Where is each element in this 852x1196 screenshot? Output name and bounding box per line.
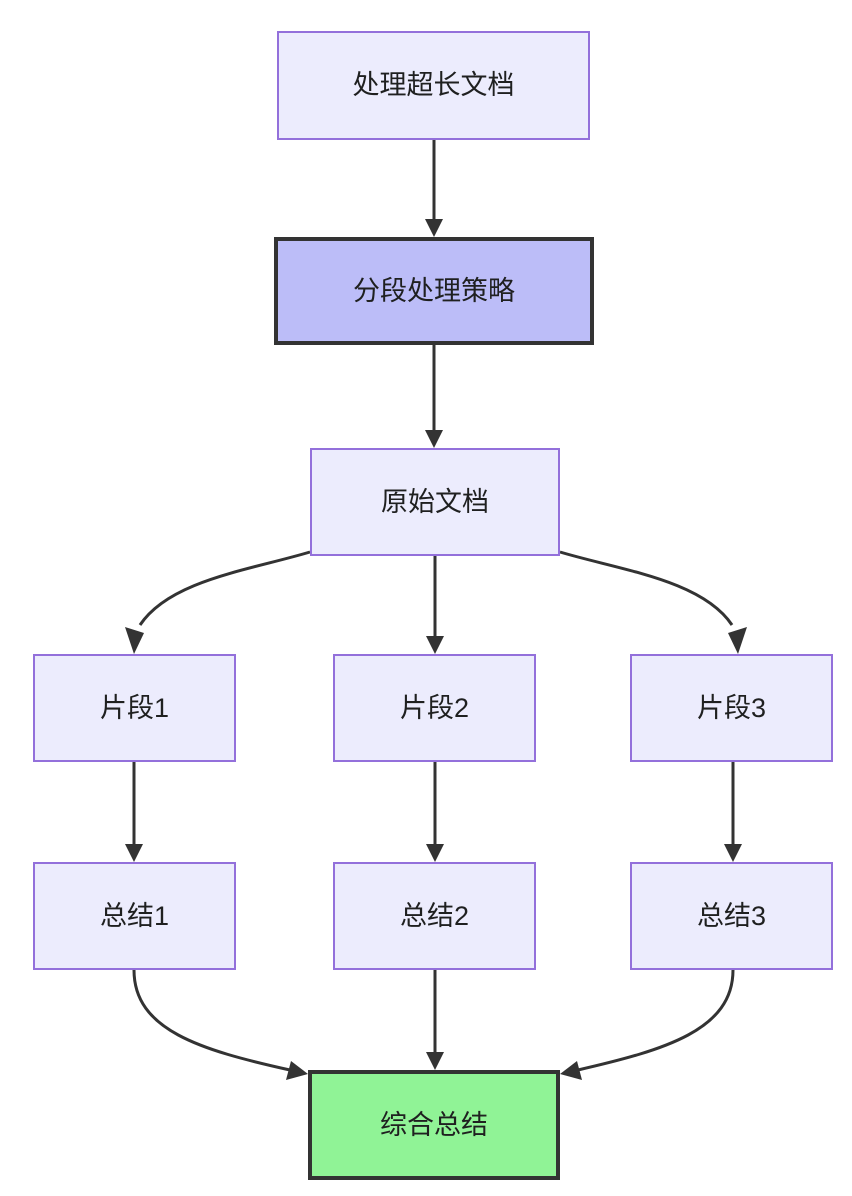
node-source-document[interactable]: 原始文档 (310, 448, 560, 556)
node-label: 总结2 (399, 900, 470, 931)
node-label: 综合总结 (380, 1109, 488, 1140)
node-summary-2[interactable]: 总结2 (333, 862, 536, 970)
node-chunking-strategy[interactable]: 分段处理策略 (274, 237, 594, 345)
node-process-long-document[interactable]: 处理超长文档 (277, 31, 590, 140)
edge-chunk2-to-summary2 (426, 762, 444, 862)
node-chunk-1[interactable]: 片段1 (33, 654, 236, 762)
node-label: 总结1 (99, 900, 170, 931)
node-label: 片段2 (399, 692, 470, 723)
node-label: 处理超长文档 (352, 70, 515, 101)
node-chunk-2[interactable]: 片段2 (333, 654, 536, 762)
edge-chunk3-to-summary3 (724, 762, 742, 862)
node-label: 分段处理策略 (353, 275, 515, 306)
node-chunk-3[interactable]: 片段3 (630, 654, 833, 762)
edge-source-to-chunk1 (125, 550, 311, 654)
edge-chunk1-to-summary1 (125, 762, 143, 862)
edge-summary3-to-final (560, 969, 735, 1080)
node-label: 片段1 (99, 692, 170, 723)
node-final-summary[interactable]: 综合总结 (308, 1070, 560, 1180)
node-label: 片段3 (696, 692, 767, 723)
edge-summary2-to-final (426, 970, 444, 1070)
node-summary-3[interactable]: 总结3 (630, 862, 833, 970)
edge-source-to-chunk2 (426, 556, 444, 654)
node-summary-1[interactable]: 总结1 (33, 862, 236, 970)
edge-source-to-chunk3 (559, 550, 747, 654)
node-label: 总结3 (696, 900, 767, 931)
edge-strategy-to-source (425, 345, 443, 448)
edge-summary1-to-final (132, 969, 308, 1080)
node-label: 原始文档 (381, 486, 489, 517)
edge-root-to-strategy (425, 140, 443, 237)
